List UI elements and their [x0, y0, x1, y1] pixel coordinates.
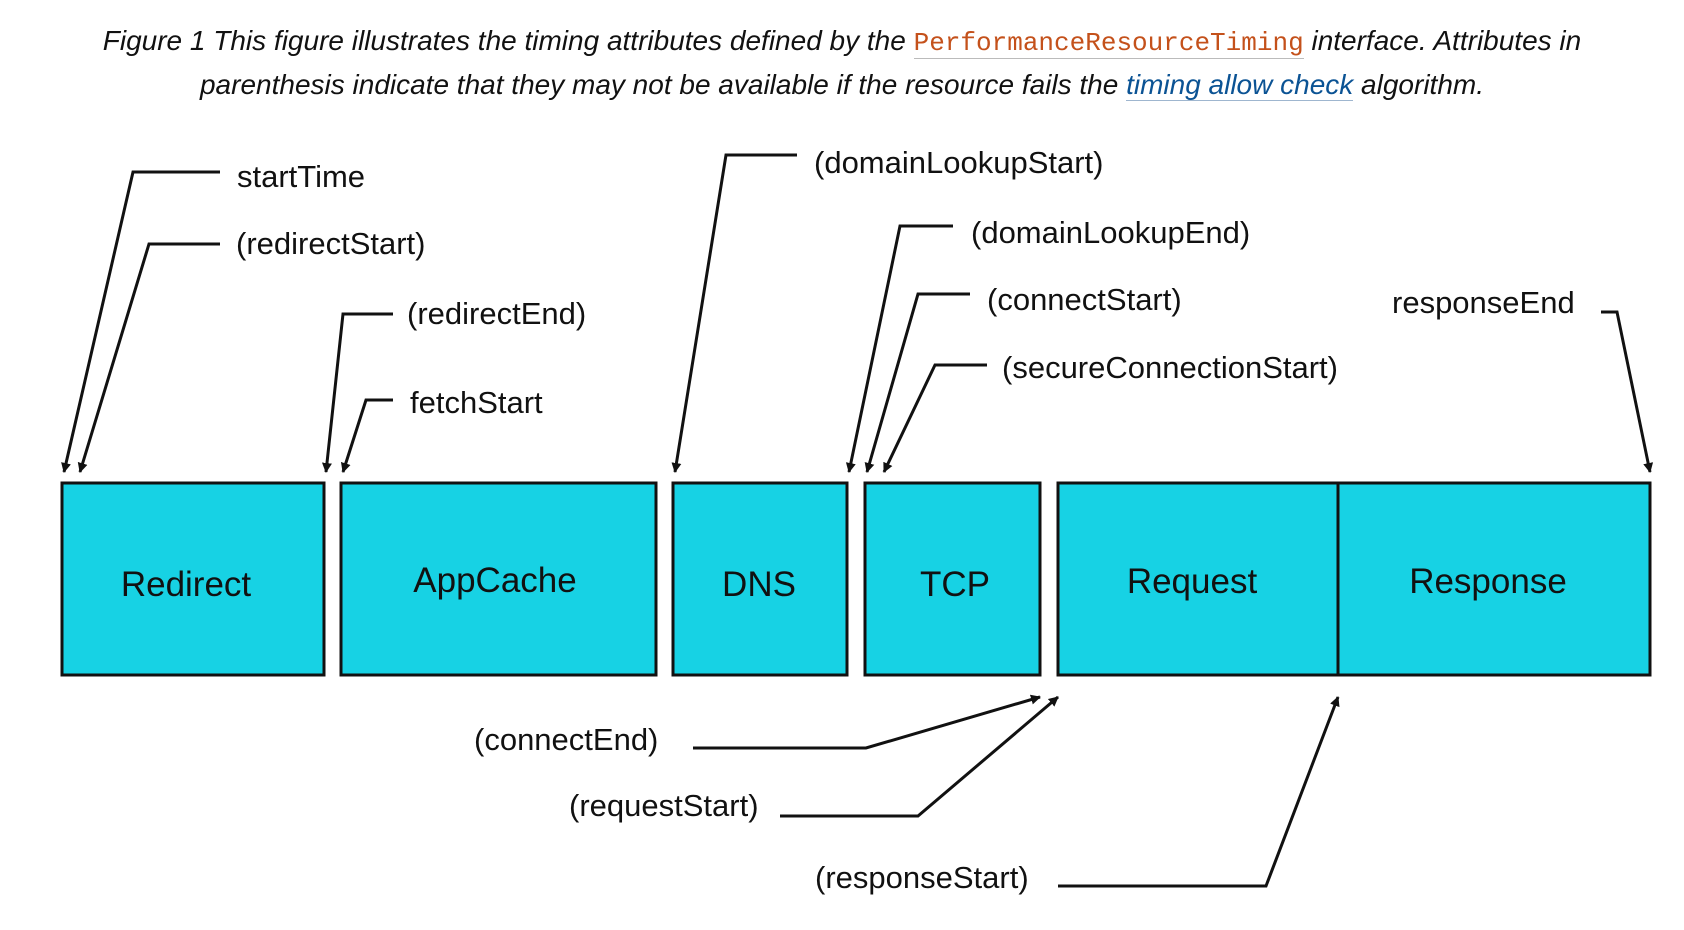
- arrow-domainlookupstart: [671, 153, 797, 473]
- caption-text-1: Figure 1 This figure illustrates the tim…: [102, 25, 914, 56]
- phase-label-response: Response: [1409, 562, 1567, 601]
- attr-label-domainlookupend: (domainLookupEnd): [971, 215, 1250, 250]
- caption-text-4: algorithm.: [1353, 69, 1484, 100]
- phase-box-appcache: [339, 481, 658, 677]
- phase-label-dns: DNS: [722, 565, 796, 604]
- figure-caption: Figure 1 This figure illustrates the tim…: [0, 20, 1684, 106]
- caption-line-1: Figure 1 This figure illustrates the tim…: [0, 20, 1684, 64]
- caption-line-2: parenthesis indicate that they may not b…: [0, 64, 1684, 106]
- phase-box-tcp: [863, 481, 1042, 677]
- attr-label-fetchstart: fetchStart: [410, 385, 543, 420]
- arrow-requeststart: [780, 695, 1059, 818]
- attr-label-secureconnectionstart: (secureConnectionStart): [1002, 350, 1338, 385]
- arrow-responseend: [1601, 310, 1654, 473]
- phase-box-redirect: [60, 481, 326, 677]
- phase-label-tcp: TCP: [920, 565, 990, 604]
- phase-box-response: [1336, 481, 1652, 677]
- caption-code-interface[interactable]: PerformanceResourceTiming: [913, 28, 1304, 59]
- arrow-starttime: [61, 170, 220, 473]
- attr-label-connectend: (connectEnd): [474, 722, 658, 757]
- arrow-responsestart: [1058, 696, 1340, 888]
- phase-box-dns: [671, 481, 849, 677]
- attr-label-redirectend: (redirectEnd): [407, 296, 586, 331]
- arrow-connectend: [693, 694, 1041, 750]
- arrow-secureconnectionstart: [882, 363, 987, 473]
- attr-label-connectstart: (connectStart): [987, 282, 1182, 317]
- phase-label-redirect: Redirect: [121, 565, 252, 604]
- attr-label-requeststart: (requestStart): [569, 788, 759, 823]
- caption-text-3: parenthesis indicate that they may not b…: [199, 69, 1127, 100]
- attr-label-redirectstart: (redirectStart): [236, 226, 425, 261]
- attr-label-domainlookupstart: (domainLookupStart): [814, 145, 1104, 180]
- arrow-connectstart: [864, 292, 970, 473]
- phase-label-appcache: AppCache: [413, 561, 576, 600]
- attr-label-starttime: startTime: [237, 159, 365, 194]
- arrow-redirectend: [321, 312, 393, 473]
- attr-label-responseend: responseEnd: [1392, 285, 1575, 320]
- caption-text-2: interface. Attributes in: [1303, 25, 1582, 56]
- phase-label-request: Request: [1127, 562, 1258, 601]
- arrow-domainlookupend: [845, 224, 953, 473]
- arrow-redirectstart: [77, 242, 220, 473]
- arrow-fetchstart: [340, 398, 393, 473]
- attr-label-responsestart: (responseStart): [815, 860, 1029, 895]
- timing-allow-check-link[interactable]: timing allow check: [1126, 69, 1354, 101]
